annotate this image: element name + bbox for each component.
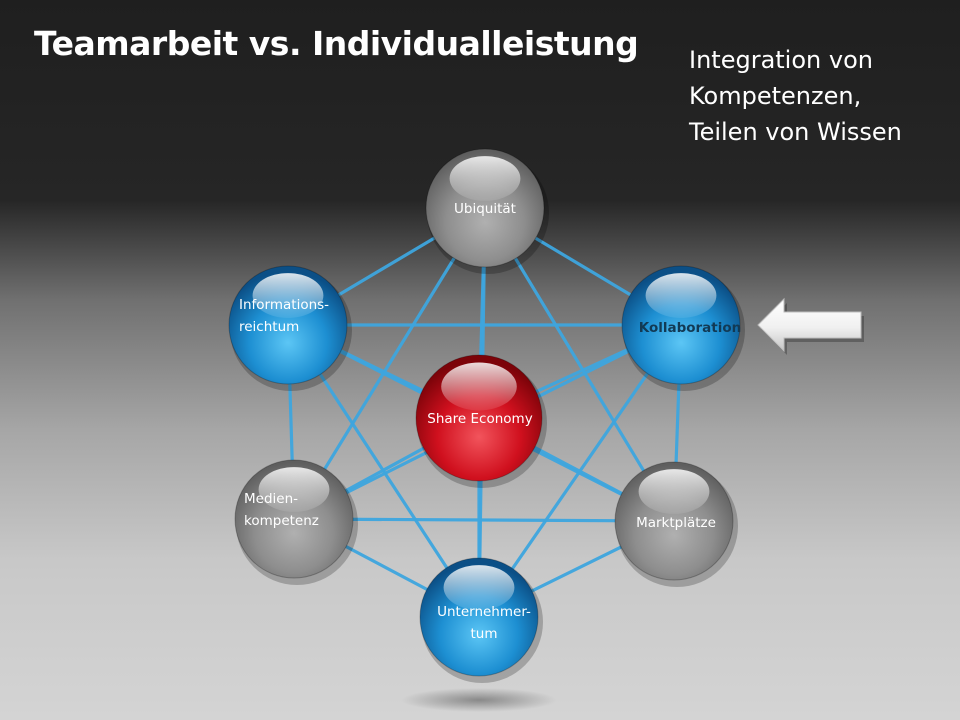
node-label: Ubiquität	[454, 201, 516, 217]
node-unternehmertum: Unternehmer-tum	[419, 557, 543, 683]
sphere-highlight	[443, 565, 515, 610]
node-informationsreichtum: Informations-reichtum	[228, 265, 352, 391]
sphere-highlight	[638, 469, 710, 514]
sphere-highlight	[449, 156, 521, 201]
floor-shadow	[401, 688, 557, 712]
annotation-line: Integration von	[689, 46, 873, 74]
node-label: Medien-	[244, 491, 298, 507]
annotation-line: Teilen von Wissen	[689, 118, 902, 146]
annotation-line: Kompetenzen,	[689, 82, 862, 110]
sphere-highlight	[252, 273, 324, 318]
node-medienkompetenz: Medien-kompetenz	[234, 459, 358, 585]
sphere-highlight	[645, 273, 717, 318]
node-label: kompetenz	[244, 513, 319, 529]
annotation-text: Integration von Kompetenzen, Teilen von …	[689, 42, 949, 150]
slide-title: Teamarbeit vs. Individualleistung	[34, 24, 639, 63]
pointer-arrow-icon	[757, 297, 862, 353]
node-label: Informations-	[239, 297, 329, 313]
node-label: Share Economy	[427, 411, 532, 427]
node-kollaboration: Kollaboration	[621, 265, 745, 391]
node-label: Marktplätze	[636, 515, 716, 531]
node-share-economy: Share Economy	[415, 354, 547, 488]
connection-line	[292, 206, 487, 521]
node-label: Kollaboration	[639, 320, 742, 336]
sphere-highlight	[258, 467, 330, 512]
node-label: Unternehmer-	[437, 604, 531, 620]
sphere-highlight	[441, 362, 517, 411]
node-label: tum	[471, 626, 498, 642]
connection-line	[483, 206, 676, 523]
node-ubiquitaet: Ubiquität	[425, 148, 549, 274]
connection-line	[292, 517, 676, 523]
node-marktplaetze: Marktplätze	[614, 461, 738, 587]
node-label: reichtum	[239, 319, 299, 335]
